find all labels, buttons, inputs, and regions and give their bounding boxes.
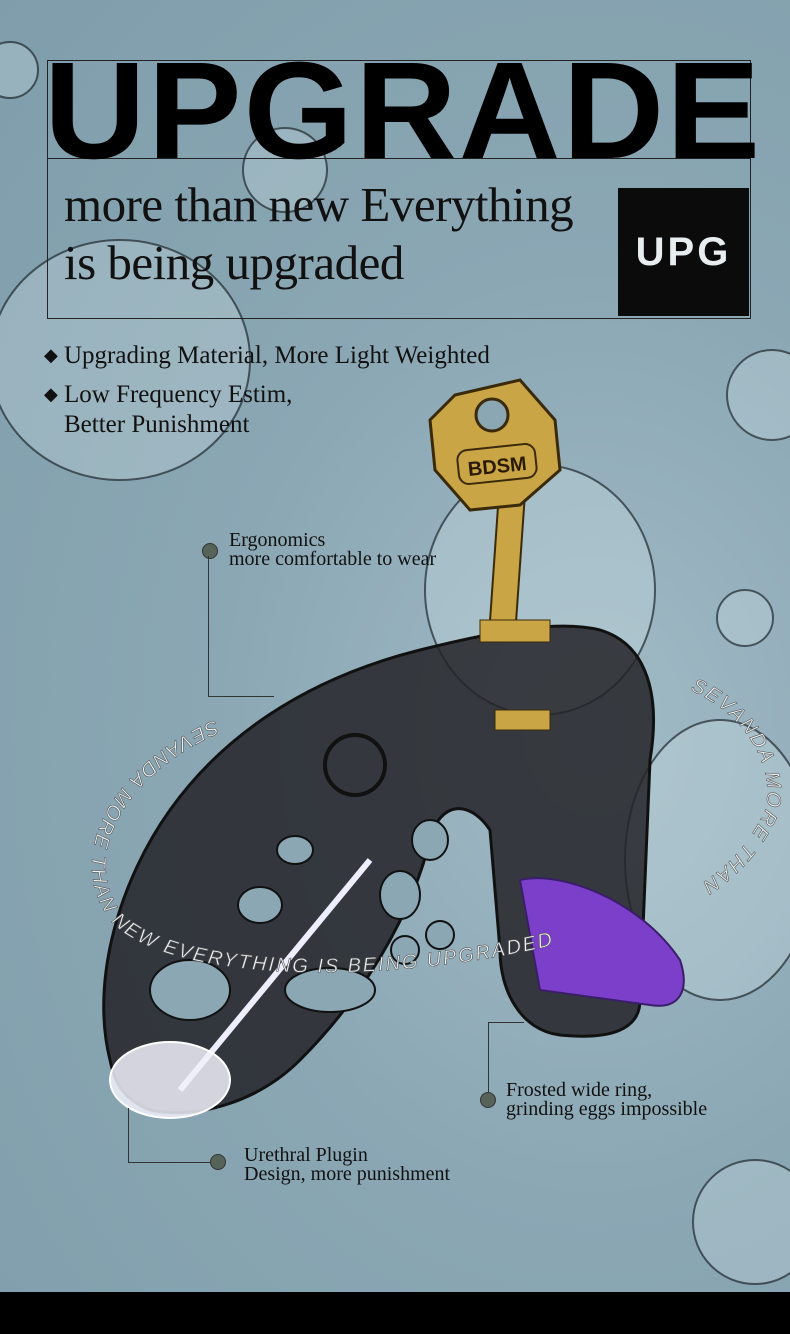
callout-urethral-plugin: Urethral Plugin Design, more punishment bbox=[244, 1144, 451, 1185]
callout-detail: grinding eggs impossible bbox=[506, 1098, 708, 1120]
feature-item: ◆ Upgrading Material, More Light Weighted bbox=[44, 340, 490, 371]
bubble bbox=[0, 239, 251, 481]
feature-text: Better Punishment bbox=[64, 411, 250, 438]
bubble bbox=[242, 127, 328, 213]
headline: UPGRADE bbox=[44, 34, 763, 188]
callout-title: Urethral Plugin bbox=[244, 1144, 368, 1166]
callout-detail: more comfortable to wear bbox=[229, 548, 437, 570]
diamond-bullet-icon: ◆ bbox=[44, 345, 58, 365]
divider bbox=[47, 158, 750, 159]
callout-title: Frosted wide ring, bbox=[506, 1079, 653, 1101]
callout-line bbox=[488, 1022, 489, 1092]
bubble bbox=[0, 41, 39, 99]
key-icon: BDSM bbox=[428, 378, 562, 731]
feature-text: Low Frequency Estim, bbox=[64, 381, 293, 408]
bubble bbox=[692, 1159, 790, 1285]
bubble bbox=[726, 349, 790, 441]
callout-detail: Design, more punishment bbox=[244, 1163, 451, 1185]
subtitle: more than new Everything is being upgrad… bbox=[64, 176, 574, 292]
bubble bbox=[716, 589, 774, 647]
callout-line bbox=[488, 1022, 524, 1023]
callout-line bbox=[208, 556, 209, 697]
callout-title: Ergonomics bbox=[229, 529, 326, 551]
diamond-bullet-icon: ◆ bbox=[44, 384, 58, 404]
feature-text: Upgrading Material, More Light Weighted bbox=[64, 342, 490, 369]
callout-line bbox=[128, 1108, 129, 1163]
upg-badge: UPG bbox=[618, 188, 749, 316]
callout-frosted-ring: Frosted wide ring, grinding eggs impossi… bbox=[506, 1079, 708, 1120]
purple-insert bbox=[518, 877, 685, 1007]
subtitle-line: is being upgraded bbox=[64, 235, 404, 290]
callout-dot bbox=[210, 1154, 226, 1170]
subtitle-line: more than new Everything bbox=[64, 177, 574, 232]
feature-item: ◆ Low Frequency Estim, Better Punishment bbox=[44, 379, 292, 440]
header-frame bbox=[47, 60, 751, 319]
bottom-bar bbox=[0, 1292, 790, 1334]
callout-dot bbox=[202, 543, 218, 559]
callout-ergonomics: Ergonomics more comfortable to wear bbox=[229, 529, 437, 570]
callout-line bbox=[128, 1162, 210, 1163]
callout-dot bbox=[480, 1092, 496, 1108]
callout-line bbox=[208, 696, 274, 697]
